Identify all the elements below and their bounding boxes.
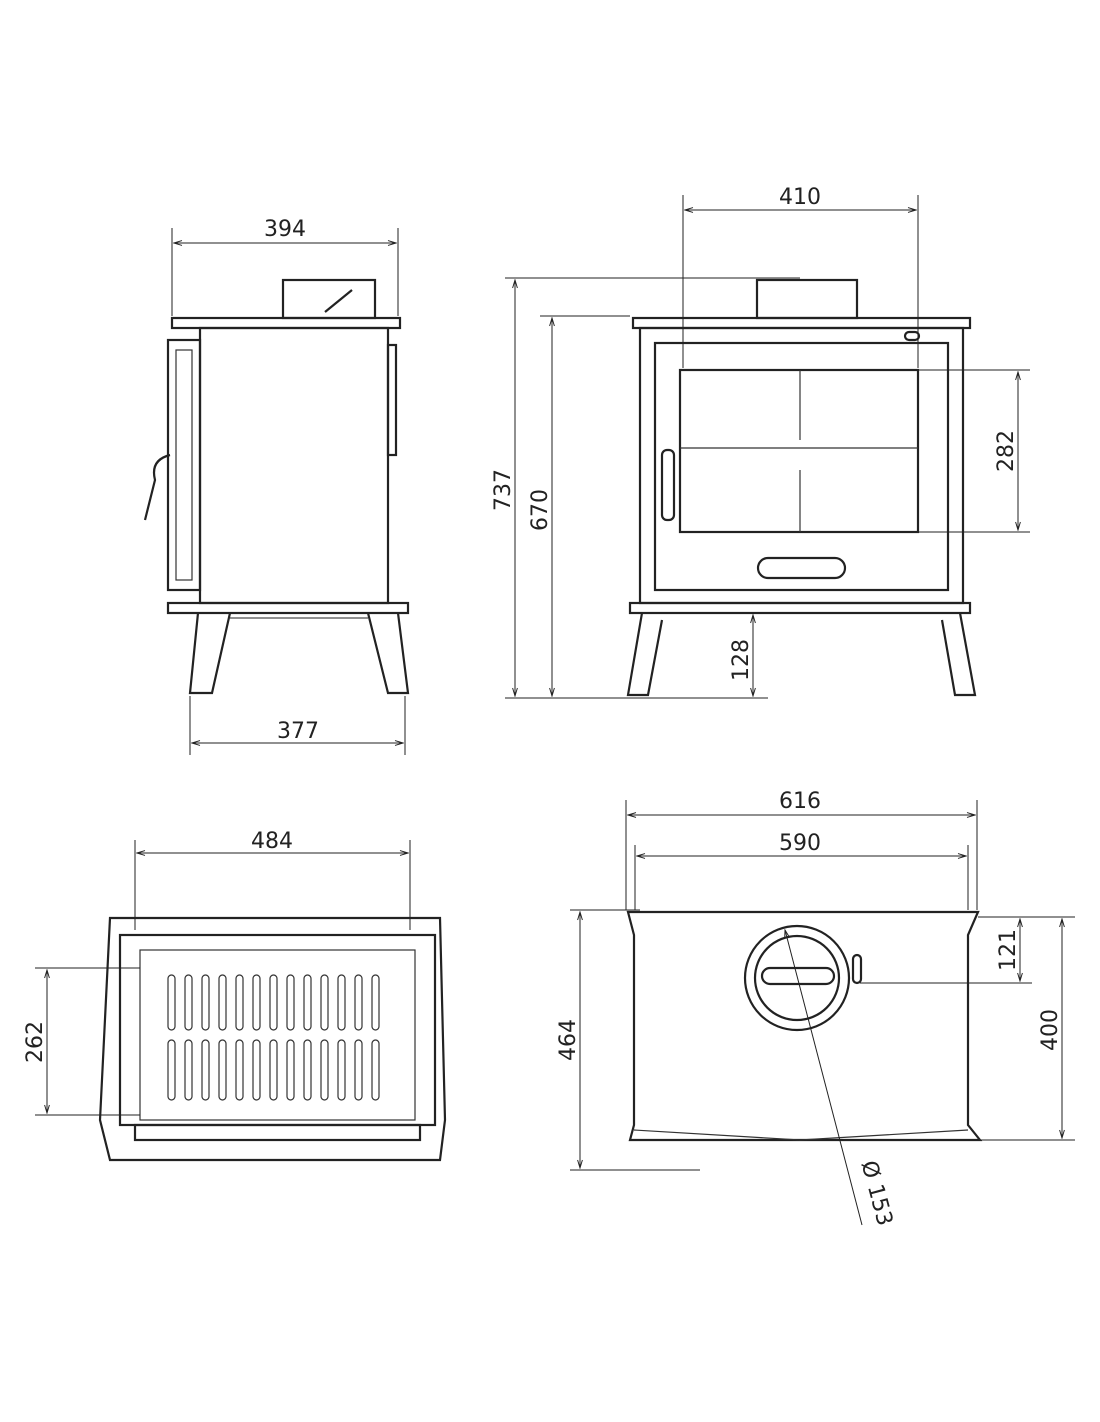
legs [188, 612, 410, 695]
grate-bar [371, 974, 380, 1031]
glass [678, 368, 920, 534]
grate-bar [218, 1039, 227, 1101]
top-section-view: 484 262 [23, 829, 447, 1162]
door [166, 338, 202, 592]
body-outline [98, 916, 447, 1162]
ash-slot [756, 556, 847, 580]
grate-bar [354, 1039, 363, 1101]
base-plate [628, 601, 972, 615]
grate-bar [269, 974, 278, 1031]
dimension-label-484: 484 [251, 829, 293, 854]
front-rail [133, 1123, 422, 1142]
damper [760, 966, 836, 986]
door-handle [143, 453, 171, 521]
grate-bar [184, 974, 193, 1031]
damper-handle [851, 953, 863, 985]
dimension-label-377: 377 [277, 719, 319, 744]
grate-bar [201, 1039, 210, 1101]
grate-bar [320, 974, 329, 1031]
dimension-label-400: 400 [1038, 1009, 1063, 1051]
dimension-label-737: 737 [491, 469, 516, 511]
grate-bar [252, 974, 261, 1031]
damper-handle [324, 289, 353, 313]
grate-bar [269, 1039, 278, 1101]
dimension-label-diameter: Ø 153 [856, 1158, 897, 1229]
grate-bar [252, 1039, 261, 1101]
body [198, 326, 390, 605]
grate-bar [167, 1039, 176, 1101]
grate-bar [371, 1039, 380, 1101]
dimension-label-590: 590 [779, 831, 821, 856]
grate-area [139, 949, 416, 1121]
top-plate [170, 316, 402, 330]
dimension-label-670: 670 [528, 489, 553, 531]
grate-bar [286, 1039, 295, 1101]
dimension-label-128: 128 [729, 639, 754, 681]
grate-bar [184, 1039, 193, 1101]
grate-bar [235, 1039, 244, 1101]
front-view: 410 737 670 282 128 [491, 185, 1030, 699]
grate-bar [337, 974, 346, 1031]
dimension-label-410: 410 [779, 185, 821, 210]
grate-bar [303, 1039, 312, 1101]
flue-collar [755, 278, 859, 320]
top-plate [631, 316, 972, 330]
grate-bar [201, 974, 210, 1031]
dimension-label-282: 282 [994, 430, 1019, 472]
dimension-label-121: 121 [996, 929, 1021, 971]
dimension-label-616: 616 [779, 789, 821, 814]
dimension-label-394: 394 [264, 217, 306, 242]
grate-bar [354, 974, 363, 1031]
grate-bars [167, 974, 380, 1101]
dimension-label-464: 464 [556, 1019, 581, 1061]
top-plate-outline [626, 910, 983, 1142]
front-edge [633, 1129, 969, 1141]
door [653, 341, 950, 592]
side-panel [386, 343, 398, 457]
flue-collar [281, 278, 377, 320]
side-view: 394 377 [143, 217, 410, 755]
grate-bar [303, 974, 312, 1031]
dimension-label-262: 262 [23, 1021, 48, 1063]
grate-bar [337, 1039, 346, 1101]
flue-inner [753, 934, 841, 1022]
grate-bar [320, 1039, 329, 1101]
top-view: 616 590 464 121 400 Ø 153 [556, 789, 1075, 1229]
base-plate [166, 601, 410, 615]
grate-bar [286, 974, 295, 1031]
grate-bar [235, 974, 244, 1031]
door-frame [175, 349, 193, 581]
grate-bar [218, 974, 227, 1031]
diameter-leader [785, 930, 863, 1226]
grate-bar [167, 974, 176, 1031]
air-control [903, 330, 921, 342]
door-handle [660, 448, 676, 522]
flue-collar [743, 924, 851, 1032]
legs [626, 612, 977, 697]
